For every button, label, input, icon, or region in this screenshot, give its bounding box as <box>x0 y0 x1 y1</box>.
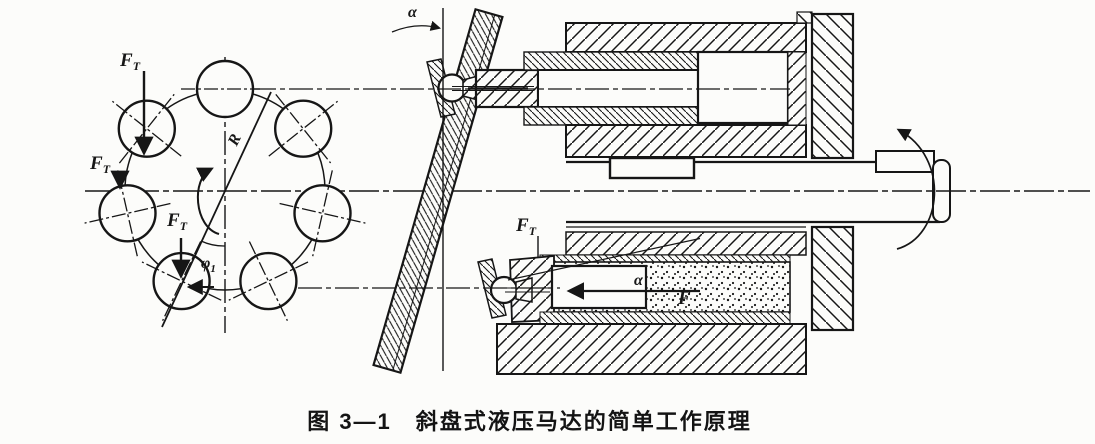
output-shaft <box>566 128 951 250</box>
block-outer-top <box>565 22 807 53</box>
piston-array-end-view: FT FT FT R φ1 <box>84 50 366 328</box>
rotation-direction-arrow <box>195 167 220 235</box>
lower-chamber-annotations: α F FT <box>507 215 701 309</box>
angle-label-alpha: α <box>408 4 418 21</box>
housing-top-block <box>810 12 855 160</box>
radius-label-R: R <box>225 131 246 149</box>
motor-housing <box>796 11 855 332</box>
piston-bore-circle <box>117 99 177 158</box>
centerlines-overlay <box>252 8 1090 371</box>
piston-bore-circle <box>293 184 352 243</box>
return-chamber <box>696 50 790 125</box>
normal-force-line <box>507 237 701 281</box>
piston-bore-circle <box>239 251 298 311</box>
phi1-radius-line <box>161 190 226 328</box>
shaft-rotation-arrow <box>896 128 936 250</box>
angle-label-alpha-chamber: α <box>634 272 644 289</box>
piston-bore-circle <box>274 99 333 158</box>
shaft-spline-key <box>608 156 696 180</box>
angle-label-phi1: φ1 <box>201 255 216 275</box>
figure-caption: 图 3—1 斜盘式液压马达的简单工作原理 <box>307 409 752 434</box>
alpha-angle-arc <box>391 20 442 33</box>
lower-piston-body <box>550 264 648 310</box>
bore-centerline-crosses <box>84 88 366 321</box>
cylinder-block-upper <box>523 22 807 158</box>
housing-bottom-block <box>810 225 855 332</box>
pitch-radius-line <box>224 91 272 192</box>
piston-neck <box>515 277 533 303</box>
force-label-F: F <box>677 288 691 309</box>
shaft-output-key <box>875 150 935 173</box>
block-outer-bottom <box>565 124 807 158</box>
force-label-FT: FT <box>89 153 111 176</box>
bore-sleeve-bottom <box>523 106 699 126</box>
force-label-FT: FT <box>166 210 188 233</box>
block-band-under-shaft <box>565 231 807 256</box>
phi1-angle-arc <box>200 240 226 247</box>
piston-bore-circle <box>98 184 157 243</box>
force-label-FT: FT <box>119 50 141 73</box>
cylinder-block-lower <box>496 231 807 375</box>
bore-sleeve-top <box>523 51 699 71</box>
bore-sleeve-bottom <box>539 311 791 325</box>
block-outer-bottom <box>496 323 807 375</box>
housing-step <box>796 11 813 24</box>
force-label-FT: FT <box>515 215 537 238</box>
swashplate <box>372 7 504 375</box>
ball-joint <box>489 275 519 305</box>
block-right-wall <box>787 51 807 126</box>
